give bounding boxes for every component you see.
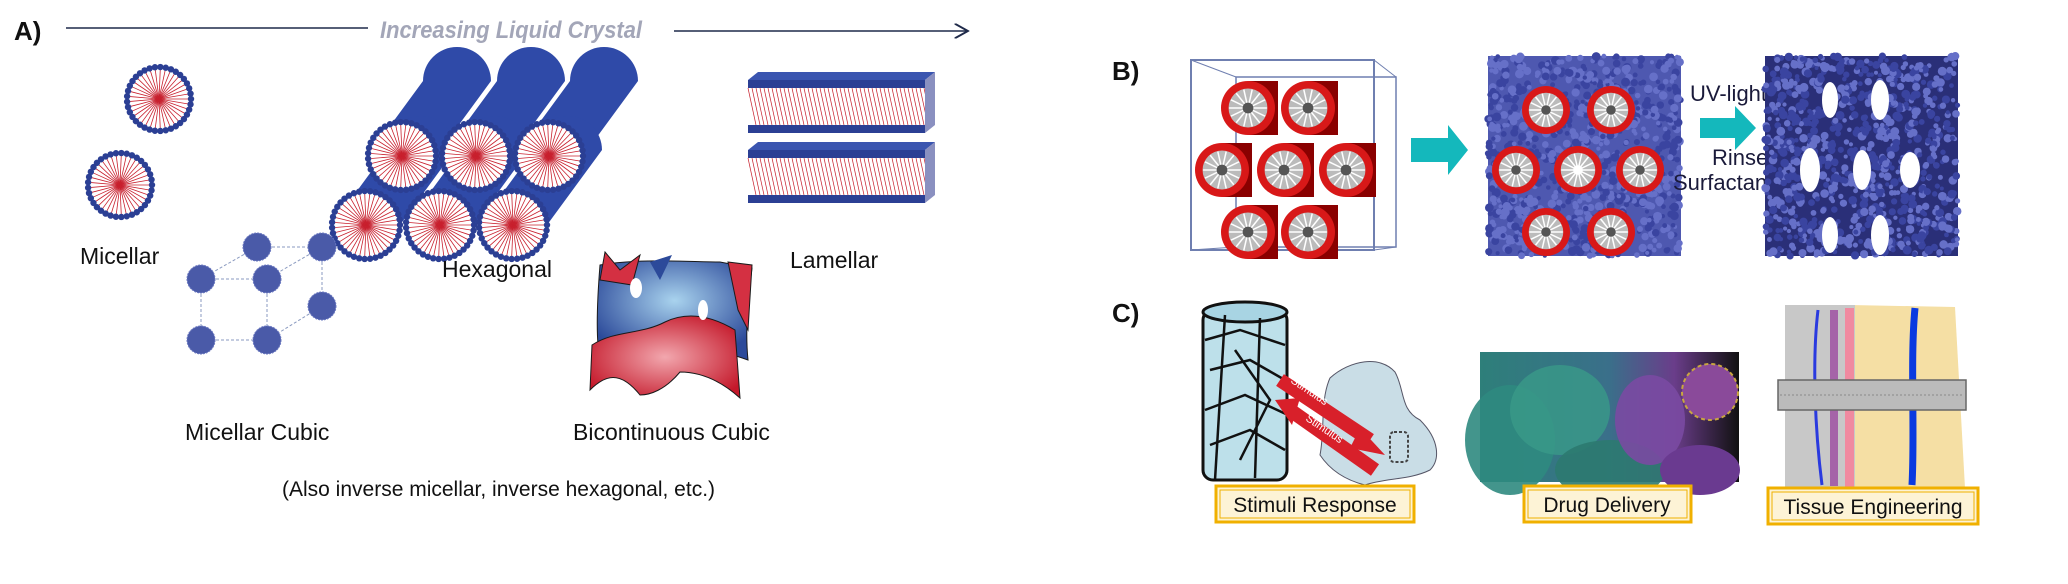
label-bicontinuous-cubic: Bicontinuous Cubic (573, 419, 770, 445)
hydrogel-cylinder-icon (1201, 300, 1289, 482)
pore (1800, 148, 1820, 192)
micelle-sphere (252, 264, 282, 294)
app-label-text: Tissue Engineering (1784, 496, 1963, 519)
surfactant-ring (1616, 146, 1664, 194)
panel-b-label: B) (1112, 56, 1139, 86)
surfactant-ring (1554, 146, 1602, 194)
surfactant-ring (1522, 86, 1570, 134)
micelle (511, 118, 587, 194)
surfactant-ring (1522, 208, 1570, 256)
stimulus-arrow-in (1276, 374, 1374, 446)
trend-text: Increasing Liquid Crystal (380, 17, 643, 44)
micellar-cubic-illustration (186, 232, 337, 355)
bicontinuous-cubic-illustration (589, 250, 753, 400)
step-text-rinse: Rinse (1712, 145, 1768, 170)
micelle (364, 118, 440, 194)
micelle (438, 118, 514, 194)
pore (1822, 82, 1838, 118)
process-arrow-icon (1411, 125, 1468, 175)
micelle-sphere (186, 325, 216, 355)
surfactant-template-box (1190, 59, 1397, 259)
app-label-text: Drug Delivery (1543, 494, 1671, 517)
surfactant-ring (1587, 86, 1635, 134)
step-text-uv-light: UV-light (1690, 81, 1767, 106)
pore (1853, 150, 1871, 190)
micelle-sphere (307, 291, 337, 321)
micelle-sphere (242, 232, 272, 262)
lamellar-illustration (747, 72, 935, 203)
micelle (475, 187, 551, 263)
surfactant-ring (1587, 208, 1635, 256)
micelle-sphere (186, 264, 216, 294)
pore (1900, 152, 1920, 188)
micellar-illustration (84, 63, 195, 221)
phase-note: (Also inverse micellar, inverse hexagona… (282, 478, 715, 501)
silica-with-surfactant (1484, 52, 1684, 260)
step-text-surfactant: Surfactant (1673, 170, 1773, 195)
pore (1822, 217, 1838, 253)
app-label-stimuli-response: Stimuli Response (1214, 484, 1416, 524)
label-hexagonal: Hexagonal (442, 256, 552, 282)
surfactant-ring (1281, 205, 1335, 259)
surfactant-ring (1195, 143, 1249, 197)
stimulus-arrow-out (1285, 404, 1380, 476)
hexagonal-illustration (328, 47, 638, 263)
micelle-sphere (307, 232, 337, 262)
mesoporous-silica (1761, 52, 1962, 260)
stimuli-response-illustration: Stimulus Stimulus (1201, 300, 1438, 486)
micelle (328, 187, 404, 263)
micelle-sphere (252, 325, 282, 355)
label-lamellar: Lamellar (790, 247, 879, 273)
app-label-text: Stimuli Response (1233, 494, 1396, 517)
surfactant-ring (1319, 143, 1373, 197)
surfactant-ring (1221, 205, 1275, 259)
drug-delivery-illustration (1465, 352, 1740, 500)
app-label-tissue-engineering: Tissue Engineering (1766, 486, 1980, 526)
app-label-drug-delivery: Drug Delivery (1522, 484, 1693, 524)
surfactant-ring (1492, 146, 1540, 194)
label-micellar: Micellar (80, 243, 160, 269)
tissue-engineering-illustration (1777, 305, 1967, 488)
panel-a-label: A) (14, 16, 41, 46)
label-micellar-cubic: Micellar Cubic (185, 419, 329, 445)
surfactant-ring (1221, 81, 1275, 135)
micelle (84, 149, 156, 221)
micelle (402, 187, 478, 263)
panel-c-label: C) (1112, 298, 1139, 328)
pore (1871, 80, 1889, 120)
surfactant-ring (1257, 143, 1311, 197)
surfactant-ring (1281, 81, 1335, 135)
pore (1871, 215, 1889, 255)
micelle (123, 63, 195, 135)
uv-arrow-icon (1700, 106, 1756, 150)
